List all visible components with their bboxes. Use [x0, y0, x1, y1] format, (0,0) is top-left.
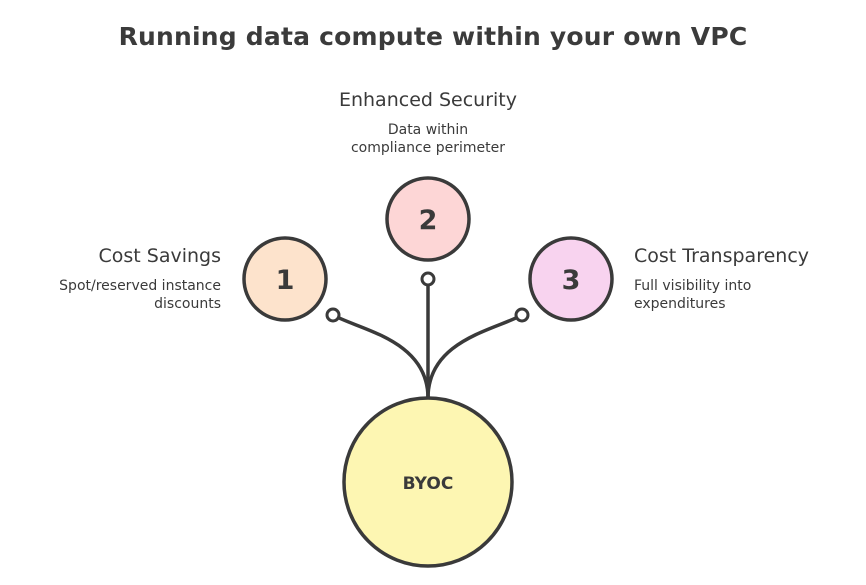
item-block-cost-savings: Cost Savings Spot/reserved instance disc…	[22, 244, 221, 313]
connector-1	[331, 313, 430, 400]
connector-dot-3	[514, 307, 530, 323]
item-heading-cost-savings: Cost Savings	[98, 245, 221, 267]
node-number-2: 2	[419, 205, 438, 236]
connector-dot-2	[420, 271, 436, 287]
connector-dot-1	[325, 307, 341, 323]
node-number-1: 1	[276, 265, 295, 296]
node-circle-1	[242, 236, 328, 322]
hub-label: BYOC	[403, 474, 454, 494]
item-description-cost-savings: Spot/reserved instance discounts	[59, 278, 221, 312]
item-description-cost-transparency: Full visibility into expenditures	[634, 278, 752, 312]
hub-circle	[342, 396, 514, 568]
item-heading-cost-transparency: Cost Transparency	[634, 245, 810, 267]
connector-3	[426, 313, 524, 400]
item-description-enhanced-security: Data within compliance perimeter	[350, 122, 506, 156]
item-block-enhanced-security: Enhanced Security Data within compliance…	[318, 88, 538, 157]
node-circle-2	[385, 176, 471, 262]
node-number-3: 3	[562, 265, 581, 296]
node-circle-3	[528, 236, 614, 322]
diagram-title: Running data compute within your own VPC	[118, 22, 748, 51]
item-block-cost-transparency: Cost Transparency Full visibility into e…	[634, 244, 844, 313]
item-heading-enhanced-security: Enhanced Security	[338, 89, 518, 111]
